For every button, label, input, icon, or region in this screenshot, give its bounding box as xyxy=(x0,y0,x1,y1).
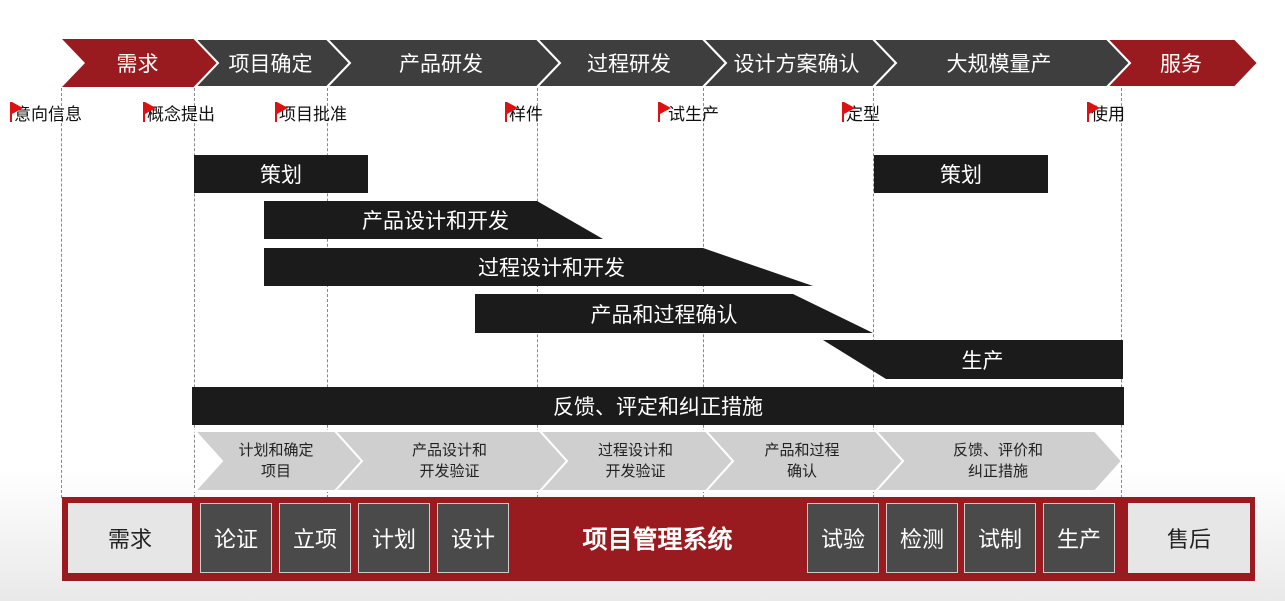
milestone-flag: 定型 xyxy=(842,100,880,125)
activity-label: 过程设计和开发 xyxy=(478,256,625,280)
guide-line xyxy=(327,88,328,498)
activity-bar-product-design xyxy=(264,201,603,239)
phase-label: 需求 xyxy=(116,52,159,76)
guide-line xyxy=(61,88,62,498)
step-label: 过程设计和开发验证 xyxy=(597,441,673,480)
system-module: 设计 xyxy=(437,503,509,573)
activity-bar-confirm xyxy=(475,294,873,333)
flag-icon xyxy=(658,102,671,122)
activity-bar-feedback: 反馈、评定和纠正措施 xyxy=(192,387,1124,425)
system-demand-box: 需求 xyxy=(68,503,192,573)
phase-arrows xyxy=(62,38,1260,88)
guide-line xyxy=(873,88,874,498)
activity-shapes xyxy=(264,201,1123,379)
phase-label: 服务 xyxy=(1160,52,1202,76)
milestone-flag: 概念提出 xyxy=(143,100,215,125)
system-title: 项目管理系统 xyxy=(582,525,733,554)
system-module: 生产 xyxy=(1043,503,1115,573)
milestone-flag: 样件 xyxy=(505,100,543,125)
activity-bar-production xyxy=(823,340,1123,379)
activity-label: 产品和过程确认 xyxy=(590,302,738,327)
flag-icon xyxy=(842,102,855,122)
step-chevron xyxy=(873,430,1124,492)
system-module: 立项 xyxy=(279,503,351,573)
step-chevrons xyxy=(195,430,1124,492)
flag-icon xyxy=(505,102,518,122)
step-label: 产品和过程确认 xyxy=(764,441,840,480)
flag-icon xyxy=(10,102,23,122)
system-module: 计划 xyxy=(358,503,430,573)
phase-arrow-service xyxy=(1104,38,1260,88)
phase-label: 过程研发 xyxy=(587,52,671,76)
flag-icon xyxy=(1087,102,1100,122)
activity-bar-planning-2: 策划 xyxy=(874,155,1048,193)
step-label: 计划和确定项目 xyxy=(238,441,314,480)
milestone-flag: 项目批准 xyxy=(275,100,347,125)
milestone-flag: 使用 xyxy=(1087,100,1125,125)
flag-icon xyxy=(275,102,288,122)
activity-label: 生产 xyxy=(961,348,1004,373)
milestone-flag: 试生产 xyxy=(658,100,719,125)
guide-line xyxy=(194,88,195,498)
system-module: 试验 xyxy=(807,503,879,573)
step-label: 产品设计和开发验证 xyxy=(411,441,487,480)
system-module: 论证 xyxy=(200,503,272,573)
phase-arrow-demand xyxy=(62,39,218,87)
phase-label: 大规模量产 xyxy=(946,52,1052,76)
activity-bar-planning: 策划 xyxy=(194,155,368,193)
milestone-flag: 意向信息 xyxy=(10,100,82,125)
phase-label: 项目确定 xyxy=(228,52,313,76)
activity-label: 产品设计和开发 xyxy=(362,209,509,233)
guide-line xyxy=(537,88,538,498)
activity-bar-process-design xyxy=(264,248,813,286)
system-module: 试制 xyxy=(964,503,1036,573)
guide-line xyxy=(703,88,704,498)
system-module: 检测 xyxy=(886,503,958,573)
guide-line xyxy=(1121,88,1122,498)
phase-label: 产品研发 xyxy=(399,52,483,76)
flag-icon xyxy=(143,102,156,122)
step-label: 反馈、评价和纠正措施 xyxy=(952,441,1043,480)
system-aftersales-box: 售后 xyxy=(1128,503,1250,573)
phase-label: 设计方案确认 xyxy=(733,52,860,76)
